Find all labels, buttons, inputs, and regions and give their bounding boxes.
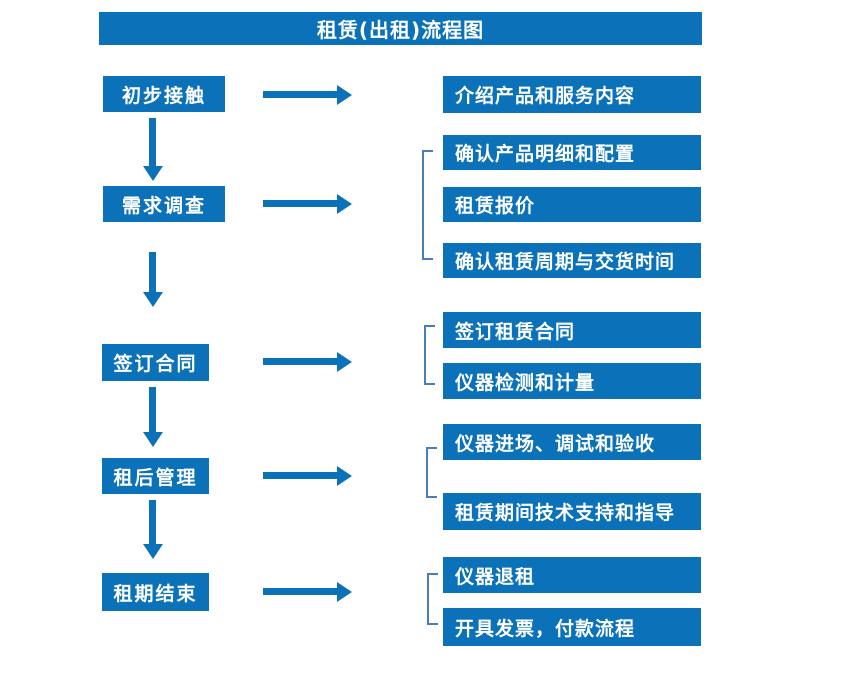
step-box-rental-end: 租期结束: [102, 573, 209, 611]
detail-box-confirm-product-config: 确认产品明细和配置: [443, 135, 701, 170]
arrow-right-icon: [263, 91, 337, 98]
diagram-title: 租赁(出租)流程图: [99, 12, 702, 45]
arrow-right-icon: [263, 200, 337, 207]
arrow-right-icon: [263, 472, 337, 479]
arrow-right-icon: [263, 588, 337, 595]
detail-box-instrument-inspection: 仪器检测和计量: [443, 363, 701, 399]
bracket-connector: [426, 447, 437, 498]
detail-box-confirm-period-delivery: 确认租赁周期与交货时间: [443, 243, 701, 278]
detail-box-introduce-products: 介绍产品和服务内容: [443, 76, 701, 113]
bracket-connector: [424, 325, 435, 385]
arrow-right-icon: [263, 358, 337, 365]
detail-box-rental-quote: 租赁报价: [443, 187, 701, 222]
detail-box-instrument-return: 仪器退租: [443, 557, 701, 593]
detail-box-invoice-payment: 开具发票，付款流程: [443, 608, 701, 646]
arrow-down-icon: [149, 387, 156, 432]
detail-box-technical-support: 租赁期间技术支持和指导: [443, 493, 701, 530]
arrow-down-icon: [149, 252, 156, 292]
bracket-connector: [427, 573, 438, 625]
step-box-initial-contact: 初步接触: [103, 76, 225, 112]
arrow-down-icon: [149, 118, 156, 166]
step-box-demand-survey: 需求调查: [103, 186, 225, 222]
step-box-post-rental-management: 租后管理: [102, 458, 209, 494]
arrow-down-icon: [149, 500, 156, 544]
detail-box-instrument-setup-acceptance: 仪器进场、调试和验收: [443, 424, 701, 460]
bracket-connector: [422, 150, 433, 260]
detail-box-sign-rental-contract: 签订租赁合同: [443, 312, 701, 348]
step-box-sign-contract: 签订合同: [102, 344, 209, 381]
